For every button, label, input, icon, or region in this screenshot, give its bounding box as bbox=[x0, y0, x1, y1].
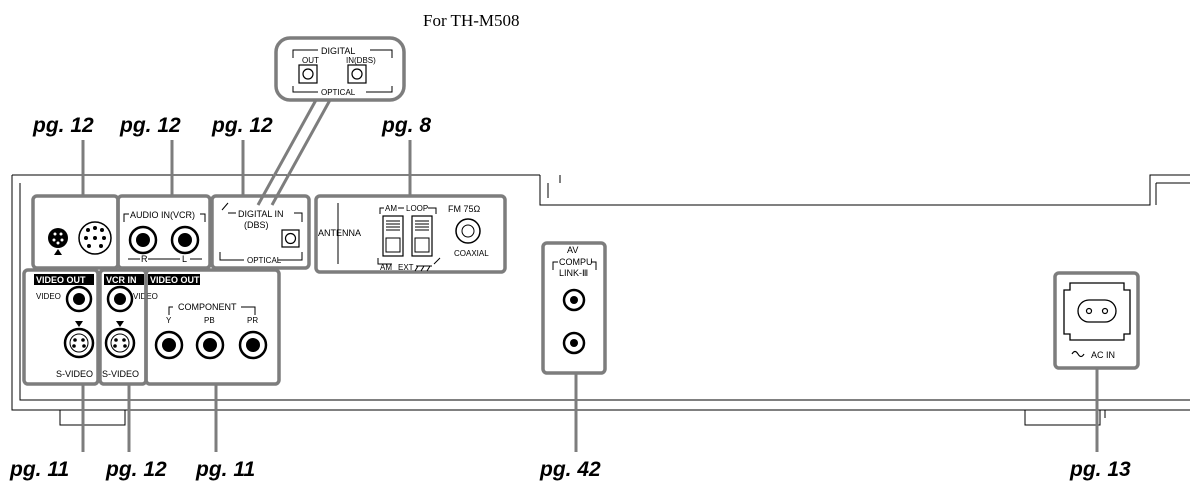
antenna-am-bottom-label: AM bbox=[380, 263, 392, 272]
ac-in-label: AC IN bbox=[1091, 350, 1115, 360]
inset-optical-label: OPTICAL bbox=[321, 88, 356, 97]
ac-in-group: AC IN bbox=[1053, 271, 1140, 370]
ac-wave-icon bbox=[1071, 350, 1085, 358]
digital-in-optical-label: OPTICAL bbox=[247, 256, 282, 265]
din-socket-small bbox=[48, 228, 68, 248]
video-out-1-title: VIDEO OUT bbox=[36, 275, 86, 285]
av-compulink-group: AV COMPU LINK-Ⅲ bbox=[541, 241, 607, 375]
compulink-line1: AV bbox=[567, 245, 578, 255]
digital-inset: DIGITAL OUT IN(DBS) OPTICAL bbox=[256, 36, 406, 206]
vcr-in-group: VCR IN VIDEO S-VIDEO bbox=[98, 268, 158, 386]
video-out-2-component-label: COMPONENT bbox=[178, 302, 237, 312]
digital-in-sub: (DBS) bbox=[244, 220, 269, 230]
antenna-ext-label: EXT bbox=[398, 263, 414, 272]
inset-title: DIGITAL bbox=[321, 46, 355, 56]
ground-icon bbox=[414, 265, 432, 272]
triangle-mark-icon bbox=[54, 249, 62, 255]
inset-out-label: OUT bbox=[302, 56, 319, 65]
din-sockets-group bbox=[31, 194, 120, 270]
digital-in-optical-port bbox=[281, 229, 300, 248]
component-pr-label: PR bbox=[247, 316, 258, 325]
compulink-line3: LINK-Ⅲ bbox=[559, 268, 588, 278]
audio-in-title: AUDIO IN(VCR) bbox=[130, 210, 195, 220]
antenna-label: ANTENNA bbox=[318, 228, 361, 238]
video-out-1-group: VIDEO OUT VIDEO S-VIDEO bbox=[22, 268, 100, 386]
page-ref-bottom-2: pg. 12 bbox=[105, 458, 167, 481]
antenna-fm-label: FM 75Ω bbox=[448, 204, 481, 214]
antenna-terminal-left bbox=[382, 215, 404, 257]
digital-in-title: DIGITAL IN bbox=[238, 209, 284, 219]
antenna-coaxial-label: COAXIAL bbox=[454, 249, 489, 258]
digital-in-group: DIGITAL IN (DBS) OPTICAL bbox=[210, 194, 311, 270]
inset-in-label: IN(DBS) bbox=[346, 56, 376, 65]
audio-in-group: AUDIO IN(VCR) R L bbox=[116, 194, 212, 270]
video-out-1-svideo-label: S-VIDEO bbox=[56, 369, 93, 379]
antenna-loop-label: LOOP bbox=[406, 204, 428, 213]
page-ref-bottom-1: pg. 11 bbox=[9, 458, 69, 481]
video-out-2-group: VIDEO OUT COMPONENT Y PB PR bbox=[144, 268, 281, 386]
video-out-2-title: VIDEO OUT bbox=[150, 275, 200, 285]
page-ref-top-2: pg. 12 bbox=[119, 114, 181, 137]
page-ref-bottom-3: pg. 11 bbox=[195, 458, 255, 481]
component-y-label: Y bbox=[166, 316, 172, 325]
model-note: For TH-M508 bbox=[423, 11, 520, 30]
page-ref-bottom-5: pg. 13 bbox=[1069, 458, 1131, 481]
video-out-1-video-label: VIDEO bbox=[36, 292, 61, 301]
antenna-am-label: AM bbox=[385, 204, 397, 213]
component-pb-label: PB bbox=[204, 316, 215, 325]
antenna-group: ANTENNA AM LOOP FM 75Ω COAXIAL AM EXT bbox=[314, 194, 507, 274]
vcr-in-title: VCR IN bbox=[106, 275, 137, 285]
optical-out-port bbox=[298, 64, 318, 84]
vcr-in-svideo-label: S-VIDEO bbox=[102, 369, 139, 379]
optical-in-port bbox=[347, 64, 367, 84]
page-ref-top-3: pg. 12 bbox=[211, 114, 273, 137]
page-ref-bottom-4: pg. 42 bbox=[539, 458, 601, 481]
audio-in-r-label: R bbox=[141, 254, 148, 264]
antenna-terminal-right bbox=[411, 215, 433, 257]
audio-in-l-label: L bbox=[182, 254, 187, 264]
compulink-line2: COMPU bbox=[559, 257, 593, 267]
page-ref-top-1: pg. 12 bbox=[32, 114, 94, 137]
fm-coaxial-jack bbox=[455, 218, 481, 244]
page-ref-top-4: pg. 8 bbox=[381, 114, 431, 137]
